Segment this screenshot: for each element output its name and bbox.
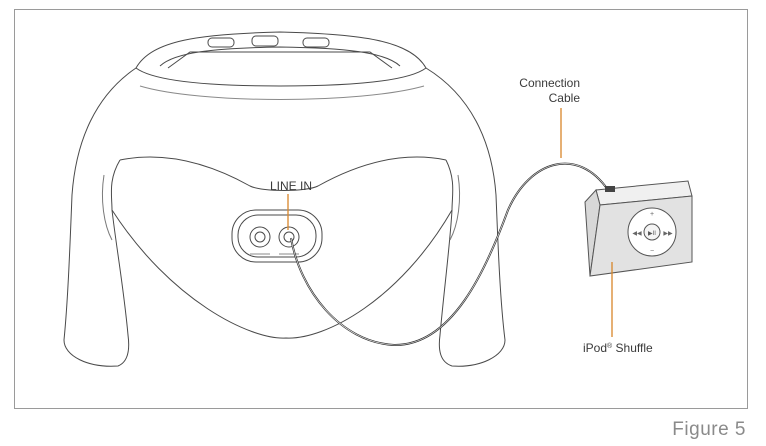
connection-cable — [290, 162, 609, 347]
registered-mark: ® — [607, 343, 613, 350]
figure-caption: Figure 5 — [672, 419, 746, 440]
svg-text:−: − — [650, 248, 654, 255]
line-in-label: LINE IN — [270, 179, 313, 193]
svg-text:▶▶: ▶▶ — [663, 231, 673, 237]
connection-cable-label-line2: Cable — [548, 91, 580, 105]
ipod-shuffle-device: ▶II + − ◀◀ ▶▶ — [584, 180, 693, 277]
svg-text:◀◀: ◀◀ — [632, 231, 642, 237]
connection-cable-label: Connection Cable — [500, 76, 580, 106]
connection-cable-label-line1: Connection — [519, 76, 580, 90]
speaker-body — [63, 67, 506, 367]
figure-frame — [14, 9, 748, 409]
ipod-name: iPod — [583, 341, 608, 355]
speaker-dock-top — [135, 31, 427, 87]
line-in-panel — [231, 209, 323, 263]
svg-text:+: + — [650, 211, 654, 218]
ipod-shuffle-label: iPod® Shuffle — [583, 339, 653, 356]
svg-text:▶II: ▶II — [648, 231, 656, 237]
leader-lines — [287, 108, 613, 337]
ipod-model: Shuffle — [612, 341, 653, 355]
